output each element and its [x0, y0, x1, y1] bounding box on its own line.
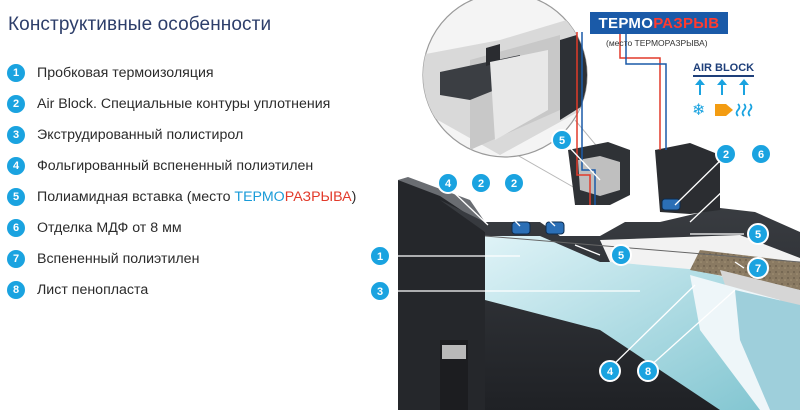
thermobreak-label-part-b: РАЗРЫВ	[653, 14, 720, 32]
svg-text:5: 5	[618, 250, 624, 262]
sun-ray-icon	[715, 104, 733, 116]
legend-text-highlight-red: РАЗРЫВА	[284, 189, 352, 205]
legend-badge: 5	[7, 188, 25, 206]
legend-text: Лист пенопласта	[37, 282, 149, 298]
legend-item: 3 Экструдированный полистирол	[7, 124, 243, 146]
insulation-layers	[484, 235, 800, 410]
air-block-title: AIR BLOCK	[693, 62, 755, 77]
callout: 5	[551, 129, 573, 151]
callout: 5	[747, 223, 769, 245]
callout-leaders	[382, 147, 761, 369]
callout: 7	[747, 257, 769, 279]
svg-text:2: 2	[723, 149, 729, 161]
svg-text:5: 5	[755, 229, 761, 241]
legend-text: Фольгированный вспененный полиэтилен	[37, 158, 314, 174]
legend-item: 8 Лист пенопласта	[7, 279, 148, 301]
legend-item: 7 Вспененный полиэтилен	[7, 248, 199, 270]
legend-text-highlight-blue: ТЕРМО	[234, 189, 285, 205]
callout: 3	[369, 280, 391, 302]
legend-text: Вспененный полиэтилен	[37, 251, 200, 267]
callout: 1	[369, 245, 391, 267]
arrow-up-icon	[717, 79, 727, 95]
callout: 5	[610, 244, 632, 266]
thermobreak-lines	[576, 32, 667, 205]
door-leaf-left	[398, 177, 485, 410]
legend-item: 2 Air Block. Специальные контуры уплотне…	[7, 93, 330, 115]
svg-text:3: 3	[377, 286, 383, 298]
legend-text-suffix: )	[351, 189, 357, 205]
legend-item: 1 Пробковая термоизоляция	[7, 62, 214, 84]
legend-text: Отделка МДФ от 8 мм	[37, 220, 182, 236]
callout: 6	[750, 143, 772, 165]
svg-text:8: 8	[645, 366, 651, 378]
legend-item: 6 Отделка МДФ от 8 мм	[7, 217, 182, 239]
arrow-up-icon	[695, 79, 705, 95]
svg-text:2: 2	[478, 178, 484, 190]
arrow-up-icon	[739, 79, 749, 95]
legend-badge: 7	[7, 250, 25, 268]
legend-badge: 3	[7, 126, 25, 144]
legend-item: 5 Полиамидная вставка (место ТЕРМОРАЗРЫВ…	[7, 186, 356, 208]
legend-badge: 8	[7, 281, 25, 299]
legend-badge: 1	[7, 64, 25, 82]
svg-text:5: 5	[559, 135, 565, 147]
legend-text: Air Block. Специальные контуры уплотнени…	[37, 96, 331, 112]
callout: 2	[503, 172, 525, 194]
thermobreak-subtitle: (место ТЕРМОРАЗРЫВА)	[606, 38, 708, 48]
legend-badge: 4	[7, 157, 25, 175]
legend-item: 4 Фольгированный вспененный полиэтилен	[7, 155, 313, 177]
callout: 2	[715, 143, 737, 165]
page-title: Конструктивные особенности	[8, 14, 272, 35]
svg-text:1: 1	[377, 251, 383, 263]
legend-badge: 6	[7, 219, 25, 237]
callout: 4	[437, 172, 459, 194]
svg-text:4: 4	[445, 178, 452, 190]
svg-text:2: 2	[511, 178, 517, 190]
svg-text:6: 6	[758, 149, 764, 161]
snowflake-icon: ❄	[692, 100, 705, 119]
svg-text:7: 7	[755, 263, 761, 275]
callout: 8	[637, 360, 659, 382]
seal-contours	[511, 198, 681, 235]
thermobreak-label-part-a: ТЕРМО	[598, 14, 654, 32]
legend-text: Пробковая термоизоляция	[37, 65, 214, 81]
svg-text:4: 4	[607, 366, 614, 378]
callout: 4	[599, 360, 621, 382]
callout-badges: 5 4 2 2 1 5 3 2 6 5 7 4 8	[369, 129, 772, 382]
legend-badge: 2	[7, 95, 25, 113]
heat-wave-icon	[735, 103, 753, 117]
legend-text: Полиамидная вставка (место ТЕРМОРАЗРЫВА)	[37, 189, 356, 205]
legend-text-main: Полиамидная вставка (место	[37, 189, 235, 205]
legend-text: Экструдированный полистирол	[37, 127, 244, 143]
zoom-detail-circle	[422, 0, 588, 158]
callout: 2	[470, 172, 492, 194]
air-block-icons: ❄	[692, 79, 753, 119]
